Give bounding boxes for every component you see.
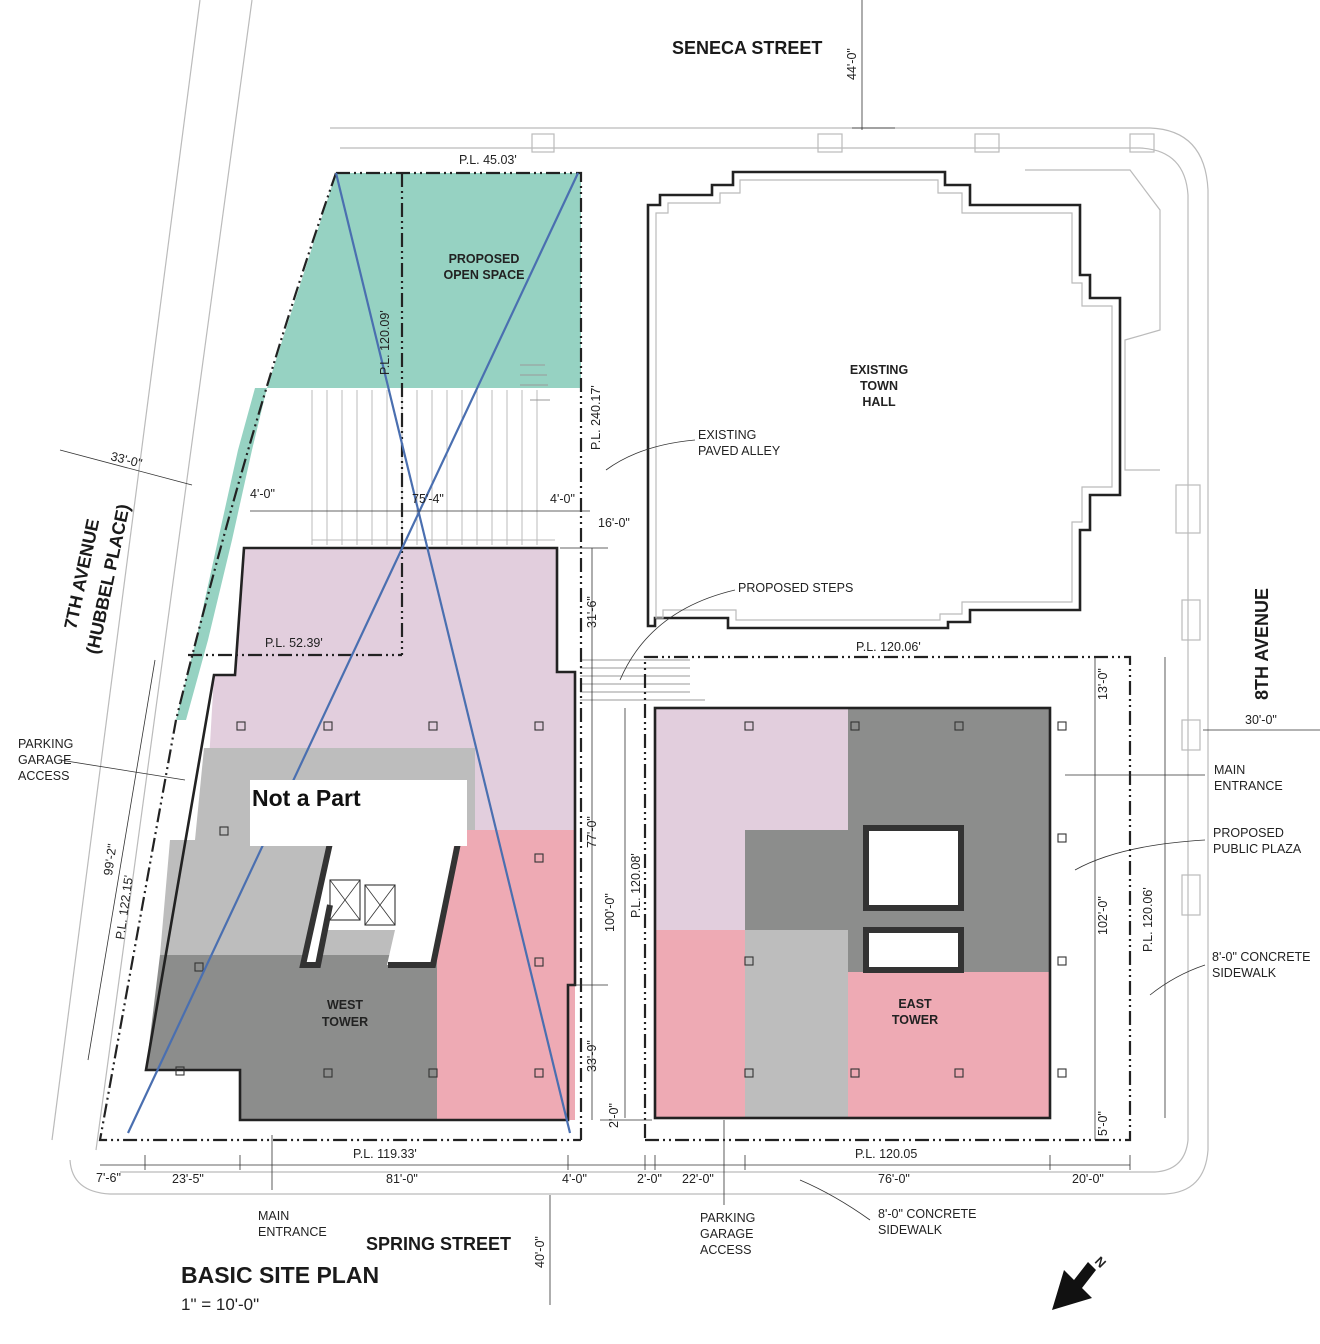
east-tower-core-upper (863, 825, 964, 911)
dim-w-75: 75'-4" (412, 492, 444, 506)
town-hall-label-1: EXISTING (850, 363, 908, 377)
sidewalk-south-callout-1: 8'-0" CONCRETE (878, 1207, 977, 1221)
town-hall-label-2: TOWN (860, 379, 898, 393)
dimension-lines (59, 0, 1320, 1305)
dim-v-102: 102'-0" (1096, 896, 1110, 935)
pl-east-side: P.L. 120.06' (1141, 887, 1155, 952)
dim-w-4b: 4'-0" (550, 492, 575, 506)
garage-west-callout-3: ACCESS (18, 769, 69, 783)
dim-b-2: 2'-0" (637, 1172, 662, 1186)
existing-town-hall-outline (646, 170, 1122, 630)
pl-east-tower-left: P.L. 120.08' (629, 853, 643, 918)
proposed-steps-graphic (520, 364, 705, 701)
callout-labels: EXISTING PAVED ALLEY PROPOSED STEPS PARK… (18, 428, 1311, 1257)
dim-v-33: 33'-9" (585, 1040, 599, 1072)
seneca-street-label: SENECA STREET (672, 38, 822, 58)
east-tower-lilac-zone (655, 708, 848, 930)
dim-v-2: 2'-0" (607, 1103, 621, 1128)
dim-b-20: 20'-0" (1072, 1172, 1104, 1186)
dim-b-76: 76'-0" (878, 1172, 910, 1186)
street-context (51, 0, 1209, 1195)
east-tower-outline (653, 706, 1052, 1120)
eighth-avenue-label: 8TH AVENUE (1252, 588, 1272, 700)
dim-eighth-ave: 30'-0" (1245, 713, 1277, 727)
open-space-label-2: OPEN SPACE (443, 268, 524, 282)
east-tower-label-1: EAST (898, 997, 932, 1011)
pl-open-space-vertical: P.L. 120.09' (378, 310, 392, 375)
dimension-labels: 44'-0" 33'-0" 30'-0" 40'-0" 4'-0" 75'-4"… (96, 48, 1277, 1268)
main-entrance-east-callout-1: MAIN (1214, 763, 1245, 777)
open-space-label-1: PROPOSED (449, 252, 520, 266)
dim-b-4: 4'-0" (562, 1172, 587, 1186)
east-tower-pink-left-zone (655, 930, 745, 1118)
north-arrow-icon: N (1052, 1254, 1109, 1310)
alley-callout-2: PAVED ALLEY (698, 444, 781, 458)
garage-south-callout-3: ACCESS (700, 1243, 751, 1257)
pl-east-bottom: P.L. 120.05 (855, 1147, 917, 1161)
west-tower-label-1: WEST (327, 998, 363, 1012)
property-lines (98, 171, 1132, 1142)
west-tower-outline (144, 546, 577, 1122)
structural-columns (175, 721, 1067, 1078)
east-tower-label-2: TOWER (892, 1013, 938, 1027)
dim-w-4a: 4'-0" (250, 487, 275, 501)
plaza-callout-1: PROPOSED (1213, 826, 1284, 840)
dim-v-31: 31'-6" (585, 596, 599, 628)
alley-callout-1: EXISTING (698, 428, 756, 442)
area-labels: PROPOSED OPEN SPACE EXISTING TOWN HALL W… (322, 252, 938, 1029)
dim-b-22: 22'-0" (682, 1172, 714, 1186)
dim-b-23: 23'-5" (172, 1172, 204, 1186)
pl-west-tower-top: P.L. 52.39' (265, 636, 323, 650)
plaza-steps (311, 390, 555, 545)
east-tower-pink-right-zone (848, 972, 1050, 1118)
not-a-part-box (250, 780, 467, 846)
pl-east-top: P.L. 120.06' (856, 640, 921, 654)
spring-street-label: SPRING STREET (366, 1234, 511, 1254)
proposed-open-space (267, 173, 581, 388)
dim-seneca: 44'-0" (845, 48, 859, 80)
garage-south-callout-1: PARKING (700, 1211, 755, 1225)
not-a-part-lines (127, 172, 579, 1134)
not-a-part-label: Not a Part (252, 785, 361, 811)
garage-west-callout-2: GARAGE (18, 753, 72, 767)
dim-alley-16: 16'-0" (598, 516, 630, 530)
plaza-callout-2: PUBLIC PLAZA (1213, 842, 1302, 856)
pl-west-bottom: P.L. 119.33' (353, 1147, 417, 1161)
garage-west-callout-1: PARKING (18, 737, 73, 751)
steps-callout: PROPOSED STEPS (738, 581, 853, 595)
sidewalk-south-callout-2: SIDEWALK (878, 1223, 943, 1237)
main-entrance-south-callout-2: ENTRANCE (258, 1225, 327, 1239)
west-green-strip (176, 388, 267, 720)
dim-v-13: 13'-0" (1096, 668, 1110, 700)
dim-spring: 40'-0" (533, 1236, 547, 1268)
sidewalk-east-callout-2: SIDEWALK (1212, 966, 1277, 980)
west-tower-label-2: TOWER (322, 1015, 368, 1029)
pl-west-side: P.L. 122.15' (113, 874, 136, 940)
sidewalk-east-callout-1: 8'-0" CONCRETE (1212, 950, 1311, 964)
plan-title: BASIC SITE PLAN (181, 1262, 379, 1288)
dim-v-100: 100'-0" (603, 893, 617, 932)
dim-b-81: 81'-0" (386, 1172, 418, 1186)
town-hall-label-3: HALL (862, 395, 896, 409)
main-entrance-south-callout-1: MAIN (258, 1209, 289, 1223)
east-tower-light-gray-zone (745, 930, 848, 1118)
dim-v-77: 77'-0" (585, 816, 599, 848)
west-tower-core (303, 840, 455, 965)
garage-south-callout-2: GARAGE (700, 1227, 754, 1241)
west-tower-dark-gray-zone (146, 955, 437, 1120)
dim-v-5: 5'-0" (1096, 1111, 1110, 1136)
plan-scale: 1" = 10'-0" (181, 1295, 259, 1314)
west-tower-pink-zone (437, 830, 575, 1120)
pl-alley-vertical: P.L. 240.17' (589, 385, 603, 450)
north-arrow-label: N (1092, 1254, 1109, 1271)
pl-north-top: P.L. 45.03' (459, 153, 517, 167)
dim-b-7: 7'-6" (96, 1171, 121, 1185)
dim-v-99: 99'-2" (101, 843, 119, 876)
east-tower-core-lower (863, 927, 964, 973)
main-entrance-east-callout-2: ENTRANCE (1214, 779, 1283, 793)
